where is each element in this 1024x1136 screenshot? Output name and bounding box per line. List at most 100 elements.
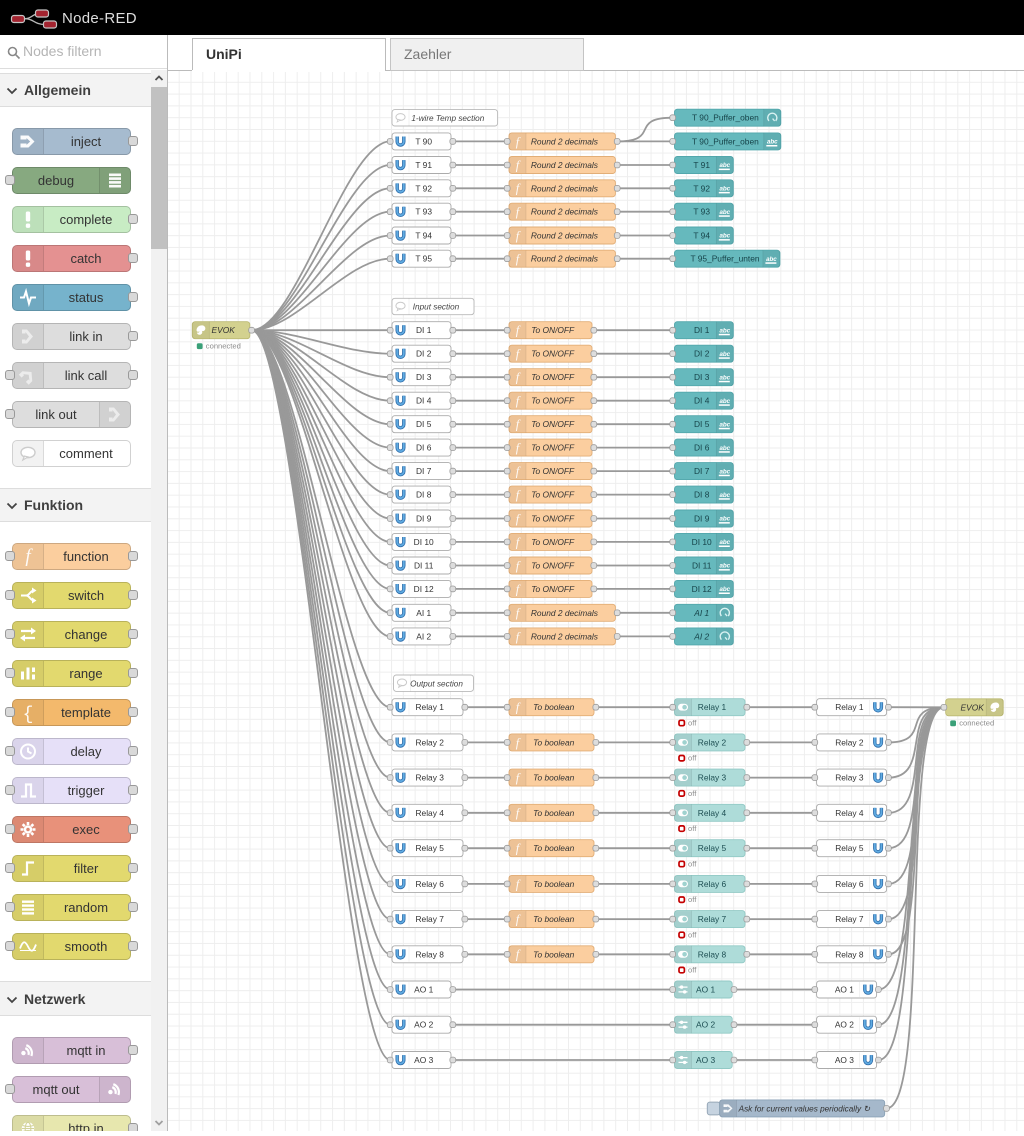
svg-text:f: f — [516, 347, 521, 361]
svg-text:DI 9: DI 9 — [416, 514, 432, 524]
svg-text:abc: abc — [719, 492, 730, 499]
svg-text:f: f — [516, 488, 521, 502]
svg-text:abc: abc — [766, 256, 777, 263]
svg-text:abc: abc — [719, 586, 730, 593]
svg-text:To ON/OFF: To ON/OFF — [531, 490, 575, 500]
svg-text:Relay 2: Relay 2 — [415, 737, 444, 747]
svg-text:Output section: Output section — [410, 679, 463, 688]
svg-text:T 95: T 95 — [415, 254, 432, 264]
svg-text:AI 2: AI 2 — [693, 631, 709, 641]
svg-text:f: f — [516, 324, 521, 338]
svg-text:AO 1: AO 1 — [696, 985, 715, 995]
svg-text:To ON/OFF: To ON/OFF — [531, 325, 575, 335]
svg-text:off: off — [688, 895, 697, 904]
svg-text:off: off — [688, 789, 697, 798]
svg-text:Relay 1: Relay 1 — [698, 702, 727, 712]
svg-text:Relay 3: Relay 3 — [835, 773, 864, 783]
svg-text:f: f — [516, 205, 521, 219]
svg-text:Round 2 decimals: Round 2 decimals — [531, 136, 599, 146]
svg-text:To ON/OFF: To ON/OFF — [531, 537, 575, 547]
svg-text:Relay 3: Relay 3 — [698, 773, 727, 783]
svg-text:connected: connected — [959, 719, 994, 728]
svg-text:f: f — [516, 512, 521, 526]
svg-text:DI 7: DI 7 — [416, 466, 432, 476]
svg-text:To boolean: To boolean — [533, 702, 574, 712]
svg-text:abc: abc — [719, 162, 730, 169]
svg-text:f: f — [516, 371, 521, 385]
svg-text:T 93: T 93 — [693, 207, 710, 217]
svg-text:Relay 8: Relay 8 — [698, 949, 727, 959]
svg-text:Relay 1: Relay 1 — [835, 702, 864, 712]
svg-text:Relay 7: Relay 7 — [698, 914, 727, 924]
svg-text:Relay 6: Relay 6 — [698, 879, 727, 889]
svg-text:DI 2: DI 2 — [694, 349, 710, 359]
svg-text:DI 5: DI 5 — [416, 419, 432, 429]
svg-text:T 91: T 91 — [693, 160, 710, 170]
svg-text:DI 3: DI 3 — [694, 372, 710, 382]
svg-text:connected: connected — [206, 342, 241, 351]
svg-text:Relay 5: Relay 5 — [698, 843, 727, 853]
svg-text:AI 2: AI 2 — [416, 631, 431, 641]
svg-text:off: off — [688, 719, 697, 728]
svg-text:1-wire Temp section: 1-wire Temp section — [411, 114, 484, 123]
svg-text:To boolean: To boolean — [533, 808, 574, 818]
svg-text:T 90: T 90 — [415, 136, 432, 146]
svg-text:DI 4: DI 4 — [416, 396, 432, 406]
svg-text:To boolean: To boolean — [533, 773, 574, 783]
svg-text:T 92: T 92 — [693, 183, 710, 193]
svg-text:off: off — [688, 860, 697, 869]
svg-text:Relay 5: Relay 5 — [835, 843, 864, 853]
svg-text:Relay 2: Relay 2 — [698, 737, 727, 747]
svg-text:To ON/OFF: To ON/OFF — [531, 419, 575, 429]
svg-text:abc: abc — [719, 445, 730, 452]
svg-text:To ON/OFF: To ON/OFF — [531, 584, 575, 594]
svg-text:f: f — [516, 806, 521, 820]
svg-text:EVOK: EVOK — [961, 702, 985, 712]
svg-text:AO 1: AO 1 — [835, 985, 854, 995]
svg-text:AO 2: AO 2 — [835, 1020, 854, 1030]
svg-text:abc: abc — [719, 563, 730, 570]
svg-text:Relay 3: Relay 3 — [415, 773, 444, 783]
svg-text:To ON/OFF: To ON/OFF — [531, 443, 575, 453]
svg-text:Round 2 decimals: Round 2 decimals — [531, 183, 599, 193]
svg-text:Relay 4: Relay 4 — [835, 808, 864, 818]
svg-text:abc: abc — [719, 351, 730, 358]
svg-text:off: off — [688, 966, 697, 975]
svg-text:DI 10: DI 10 — [414, 537, 434, 547]
svg-text:To ON/OFF: To ON/OFF — [531, 466, 575, 476]
svg-text:To ON/OFF: To ON/OFF — [531, 372, 575, 382]
svg-text:abc: abc — [719, 468, 730, 475]
svg-text:abc: abc — [719, 421, 730, 428]
svg-text:f: f — [516, 877, 521, 891]
svg-text:off: off — [688, 754, 697, 763]
svg-text:To boolean: To boolean — [533, 843, 574, 853]
svg-text:To ON/OFF: To ON/OFF — [531, 514, 575, 524]
svg-text:f: f — [516, 771, 521, 785]
svg-text:DI 10: DI 10 — [692, 537, 712, 547]
svg-text:To ON/OFF: To ON/OFF — [531, 396, 575, 406]
svg-text:Relay 8: Relay 8 — [415, 949, 444, 959]
svg-text:abc: abc — [719, 516, 730, 523]
svg-text:f: f — [516, 736, 521, 750]
svg-text:Relay 5: Relay 5 — [415, 843, 444, 853]
svg-text:DI 7: DI 7 — [694, 466, 710, 476]
svg-text:EVOK: EVOK — [212, 325, 236, 335]
svg-text:Round 2 decimals: Round 2 decimals — [531, 231, 599, 241]
svg-text:DI 3: DI 3 — [416, 372, 432, 382]
svg-text:To ON/OFF: To ON/OFF — [531, 561, 575, 571]
svg-text:Round 2 decimals: Round 2 decimals — [531, 631, 599, 641]
svg-text:DI 12: DI 12 — [692, 584, 712, 594]
svg-text:f: f — [516, 465, 521, 479]
svg-text:AO 3: AO 3 — [835, 1055, 854, 1065]
svg-text:f: f — [516, 252, 521, 266]
svg-text:DI 11: DI 11 — [692, 561, 712, 571]
svg-text:DI 2: DI 2 — [416, 349, 432, 359]
svg-text:f: f — [516, 394, 521, 408]
svg-text:AI 1: AI 1 — [416, 608, 431, 618]
svg-text:T 95_Puffer_unten: T 95_Puffer_unten — [690, 254, 759, 264]
svg-text:abc: abc — [719, 374, 730, 381]
svg-text:DI 8: DI 8 — [694, 490, 710, 500]
svg-text:T 90_Puffer_oben: T 90_Puffer_oben — [692, 113, 759, 123]
svg-text:abc: abc — [767, 139, 778, 146]
svg-text:f: f — [516, 418, 521, 432]
